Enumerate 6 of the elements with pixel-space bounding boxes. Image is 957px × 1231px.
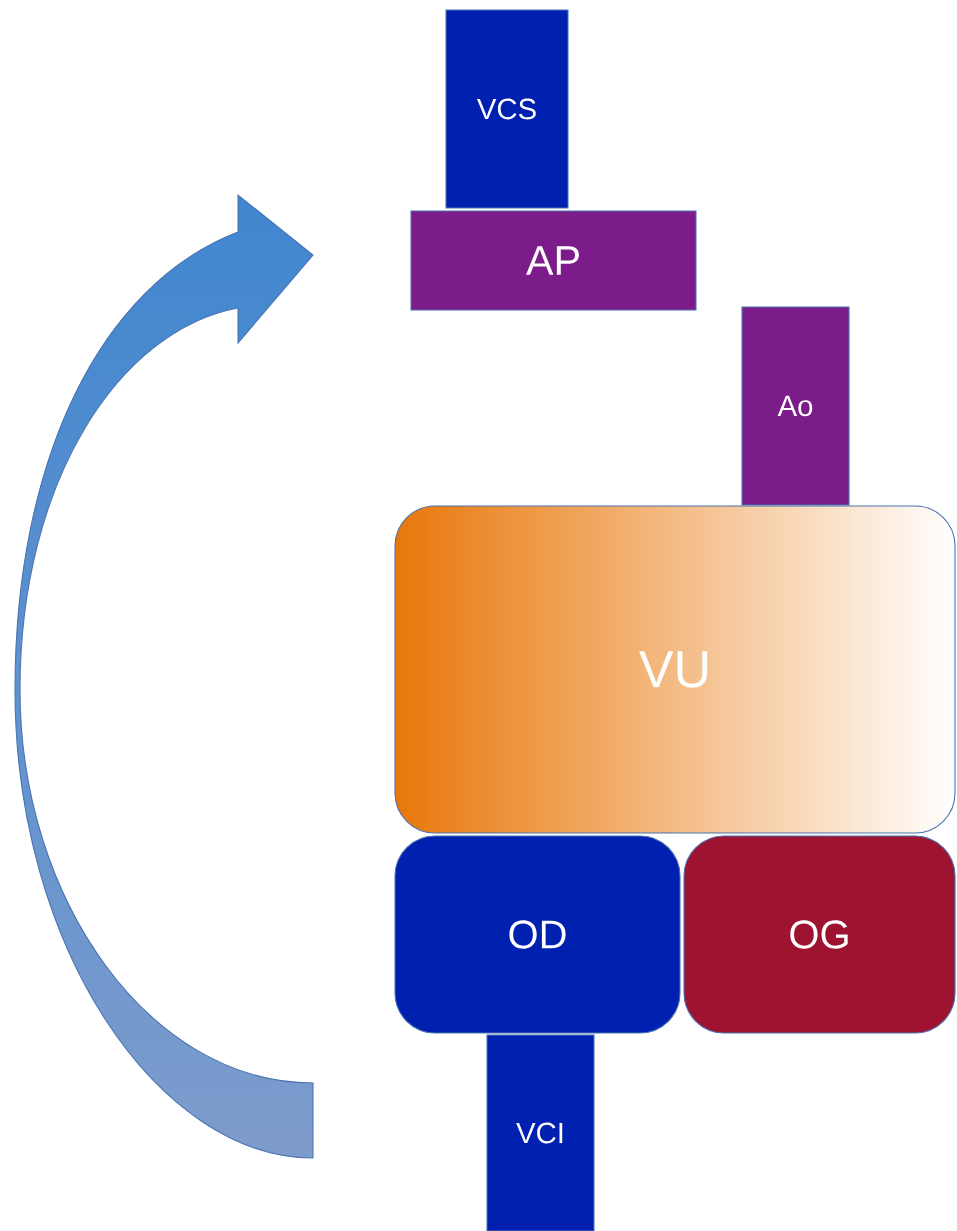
vessel-box: VCS <box>445 9 569 209</box>
vessel-box: Ao <box>741 306 850 506</box>
chamber-box: VU <box>394 505 956 834</box>
chamber-box: OG <box>683 835 956 1034</box>
vessel-box: VCI <box>486 1034 595 1231</box>
vessel-box: AP <box>410 210 697 311</box>
